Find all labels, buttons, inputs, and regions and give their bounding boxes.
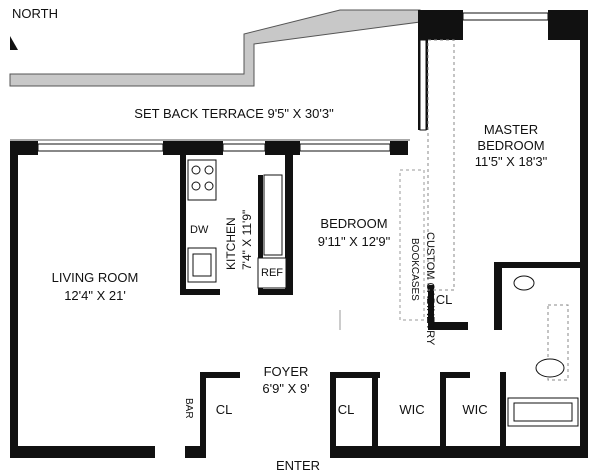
walk-in-closet-label: WIC — [462, 402, 488, 417]
closet-label: CL — [435, 292, 453, 307]
bedroom-label: BEDROOM — [320, 216, 388, 231]
sink-icon — [187, 247, 217, 283]
master-bedroom-label-2: BEDROOM — [477, 138, 545, 153]
living-room-label: LIVING ROOM — [51, 270, 139, 285]
north-arrow-icon — [10, 36, 18, 50]
kitchen-label: KITCHEN — [224, 217, 238, 270]
entrance-label: ENTER — [275, 458, 321, 473]
walls — [10, 10, 588, 458]
refrigerator-icon — [257, 257, 287, 289]
bath-sink-icon — [513, 275, 535, 291]
bookcases-outline — [399, 169, 425, 321]
foyer-dims: 6'9" X 9' — [262, 381, 310, 396]
closet-label: CL — [337, 402, 355, 417]
bedroom-dims: 9'11" X 12'9" — [317, 234, 391, 249]
cabinetry-outline — [427, 39, 455, 291]
bookcases-label: BOOKCASES — [409, 238, 420, 301]
bathtub-icon — [507, 397, 579, 427]
kitchen-dims: 7'4" X 11'9" — [240, 209, 254, 270]
stove-icon — [187, 159, 217, 201]
closet-label: CL — [215, 402, 233, 417]
counter — [263, 174, 283, 256]
foyer-label: FOYER — [263, 364, 309, 379]
custom-cabinetry-label: CUSTOM CABINETRY — [424, 232, 436, 346]
bar-label: BAR — [183, 398, 194, 419]
refrigerator-label: REF — [261, 267, 283, 279]
terrace-label: SET BACK TERRACE 9'5" X 30'3" — [134, 106, 334, 121]
window — [222, 143, 266, 152]
terrace-area — [9, 9, 421, 87]
window — [37, 143, 164, 152]
window — [299, 143, 391, 152]
dishwasher-label: DW — [190, 224, 209, 236]
window — [419, 39, 427, 131]
living-room-dims: 12'4" X 21' — [64, 288, 126, 303]
walk-in-closet-label: WIC — [399, 402, 425, 417]
master-bedroom-label-1: MASTER — [483, 122, 539, 137]
north-label: NORTH — [12, 6, 58, 21]
toilet-icon — [535, 358, 565, 378]
window — [462, 12, 549, 21]
master-bedroom-dims: 11'5" X 18'3" — [474, 154, 548, 169]
